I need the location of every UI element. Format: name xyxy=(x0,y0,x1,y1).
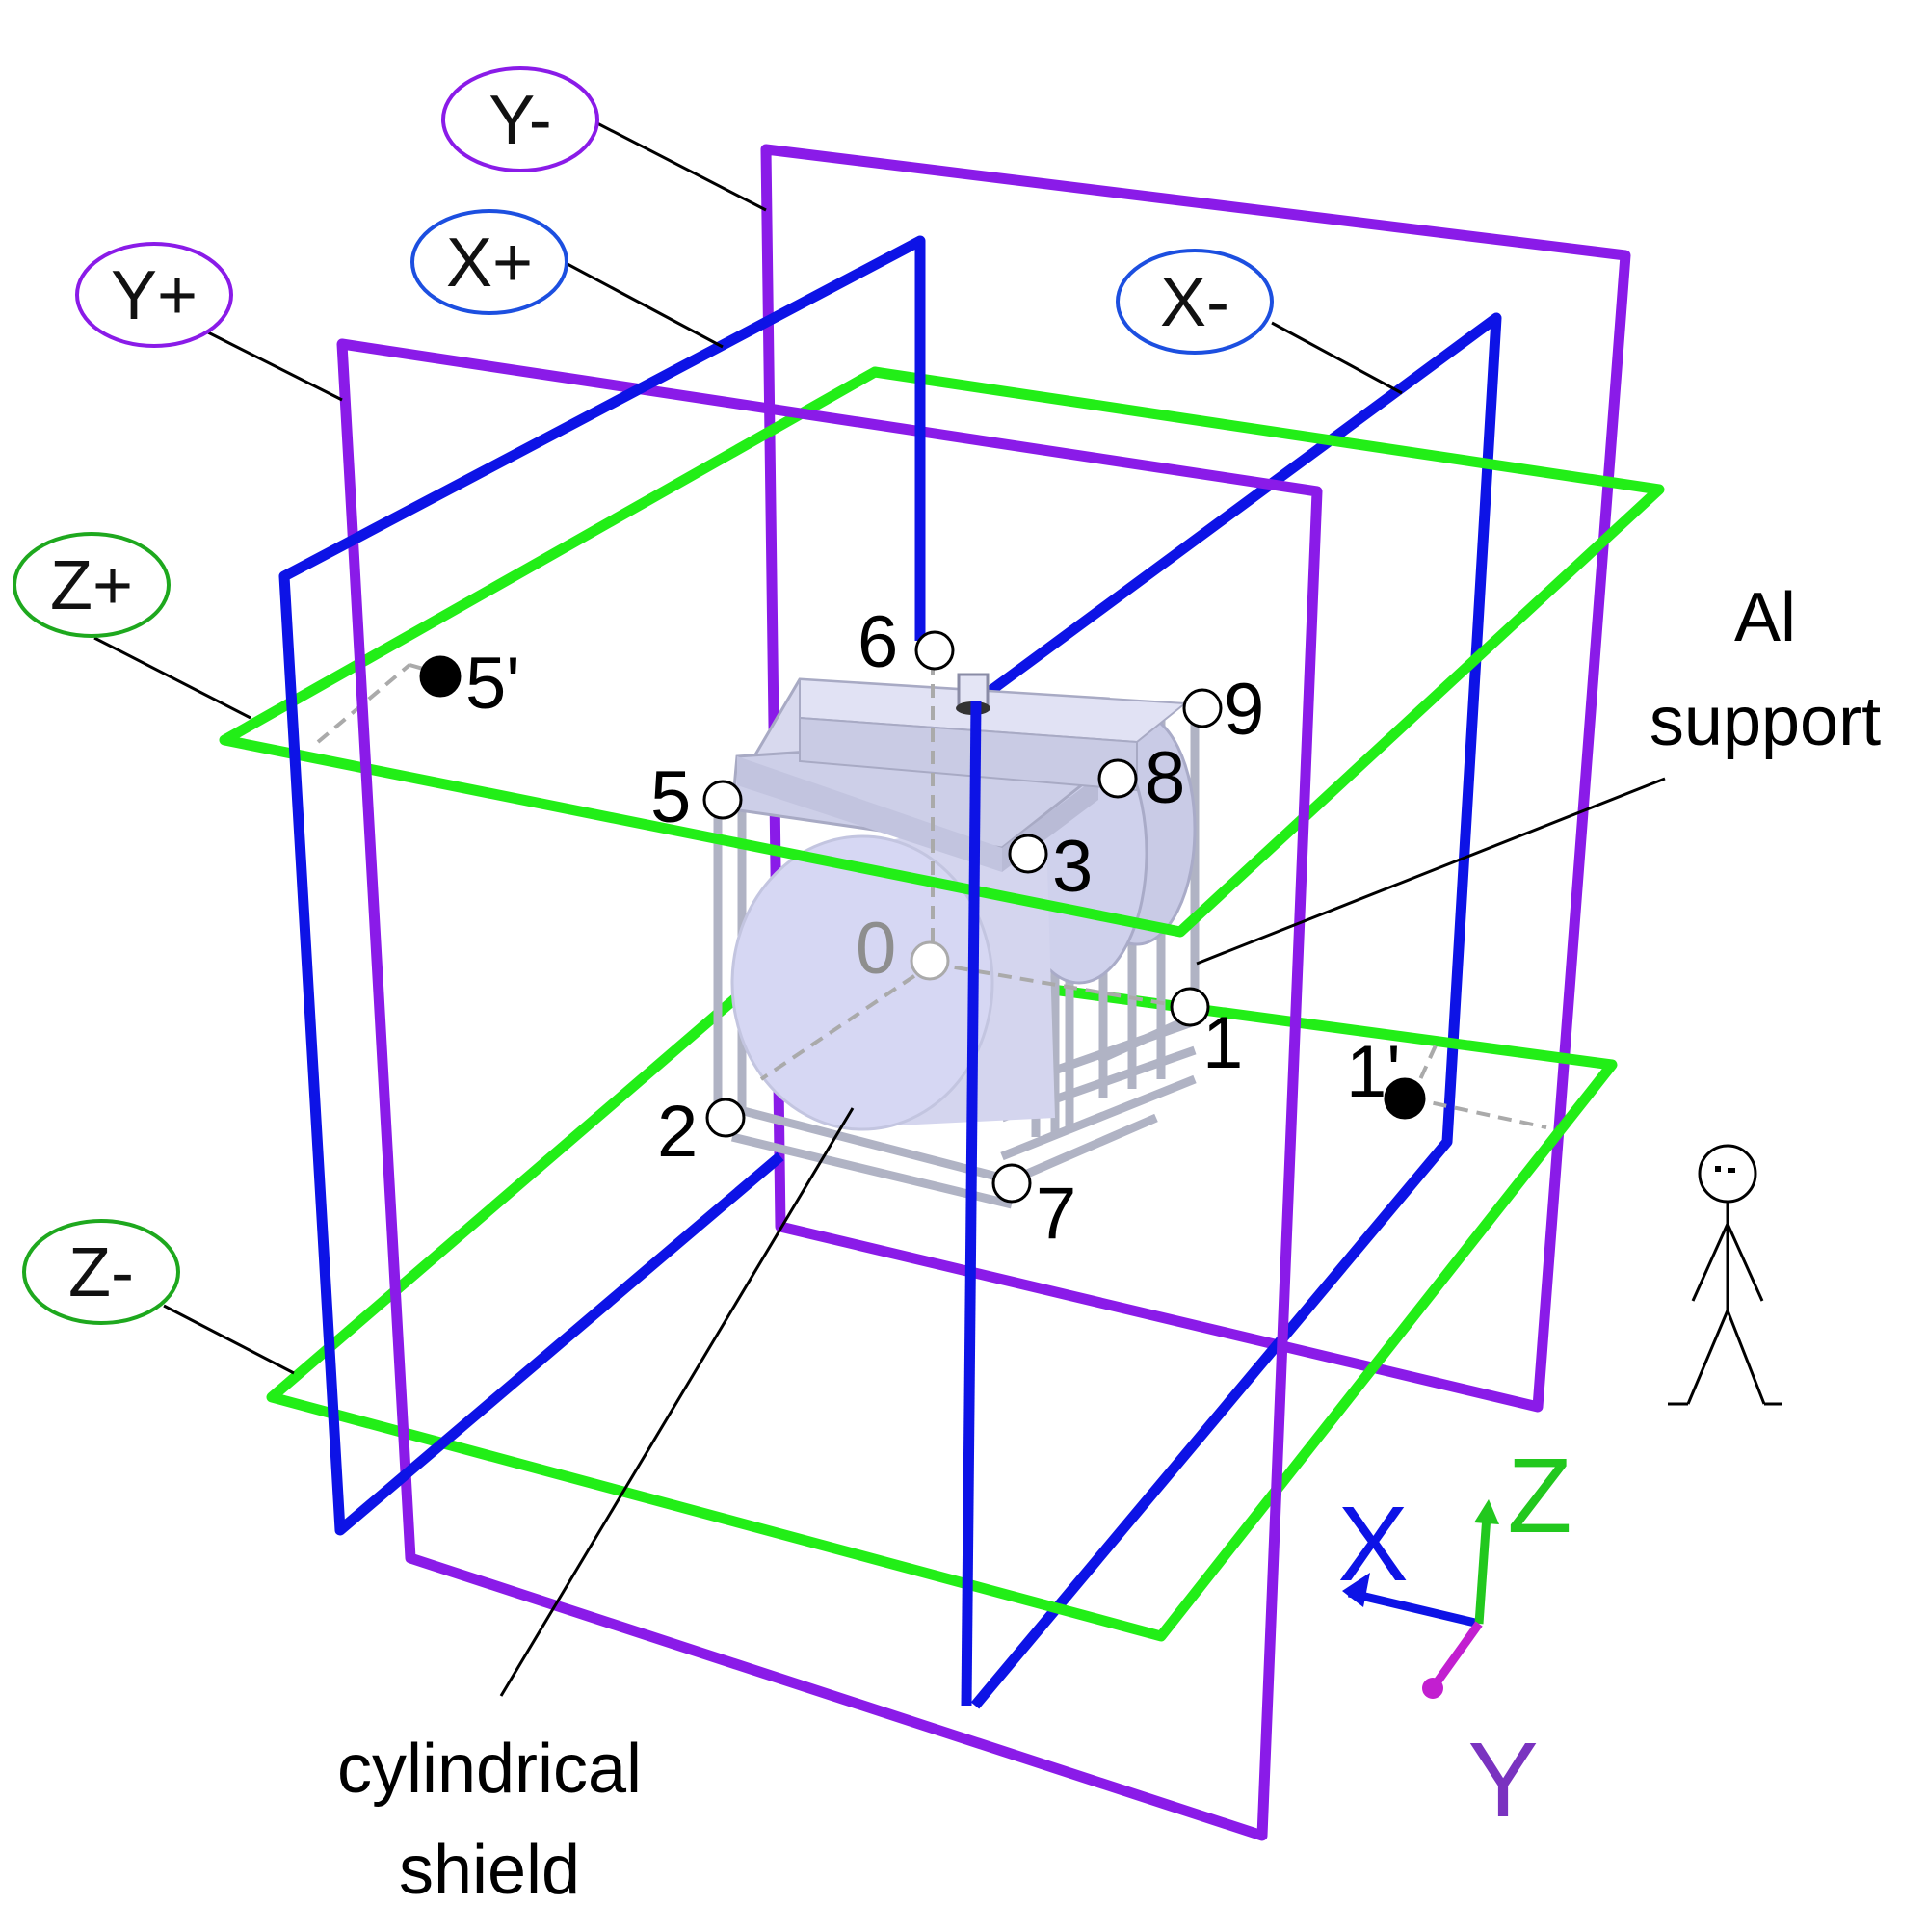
dashed-guides xyxy=(316,650,1547,1129)
plane-x-plus-front-edge xyxy=(961,701,982,1707)
plane-y-minus xyxy=(760,144,1631,1413)
point-1-prime: 1' xyxy=(1346,1031,1426,1120)
label-x-plus-text: X+ xyxy=(446,225,533,302)
point-5-prime: 5' xyxy=(419,643,520,725)
point-0-label: 0 xyxy=(856,908,896,990)
plane-x-minus xyxy=(970,312,1502,1709)
point-7: 7 xyxy=(991,1163,1076,1255)
stick-figure-icon xyxy=(1668,1144,1782,1406)
point-0: 0 xyxy=(856,908,950,990)
detector-assembly xyxy=(713,673,1200,1209)
plane-y-plus xyxy=(336,338,1323,1841)
point-3: 3 xyxy=(1008,826,1093,908)
axis-x-label: X xyxy=(1337,1485,1408,1603)
label-z-minus-text: Z- xyxy=(68,1234,134,1311)
al-support-label-line1: Al xyxy=(1734,579,1796,656)
point-9: 9 xyxy=(1182,669,1264,751)
point-8: 8 xyxy=(1097,737,1185,819)
point-1: 1 xyxy=(1170,987,1243,1084)
point-1-prime-label: 1' xyxy=(1346,1031,1401,1113)
label-x-minus-text: X- xyxy=(1160,264,1229,341)
label-y-plus: Y+ xyxy=(75,242,233,348)
point-5: 5 xyxy=(650,756,743,838)
point-9-label: 9 xyxy=(1224,669,1264,751)
al-support-label-line2: support xyxy=(1650,683,1881,760)
plane-z-plus xyxy=(219,366,1665,938)
point-5-prime-label: 5' xyxy=(465,643,520,725)
label-z-plus: Z+ xyxy=(13,532,171,638)
point-6-label: 6 xyxy=(858,601,898,683)
label-z-minus: Z- xyxy=(22,1219,180,1325)
point-2-label: 2 xyxy=(657,1091,698,1173)
label-x-minus: X- xyxy=(1116,249,1274,355)
label-y-minus-text: Y- xyxy=(488,82,551,159)
point-7-label: 7 xyxy=(1036,1173,1076,1255)
axes-triad: X Z Y xyxy=(1337,1437,1571,1839)
label-y-plus-text: Y+ xyxy=(111,257,198,334)
axis-y-label: Y xyxy=(1467,1721,1538,1839)
point-1-label: 1 xyxy=(1202,1002,1243,1084)
label-z-plus-text: Z+ xyxy=(50,547,133,624)
point-8-label: 8 xyxy=(1145,737,1185,819)
shield-label-line2: shield xyxy=(399,1832,580,1909)
label-x-plus: X+ xyxy=(410,209,568,315)
point-6: 6 xyxy=(858,601,955,683)
plane-x-plus xyxy=(278,235,926,1536)
plane-z-minus xyxy=(266,948,1618,1642)
point-2: 2 xyxy=(657,1091,746,1173)
point-3-label: 3 xyxy=(1052,826,1093,908)
leader-lines xyxy=(93,120,1666,1697)
shield-label-line1: cylindrical xyxy=(337,1731,642,1808)
label-y-minus: Y- xyxy=(441,66,599,172)
axis-z-label: Z xyxy=(1507,1437,1571,1555)
point-5-label: 5 xyxy=(650,756,691,838)
